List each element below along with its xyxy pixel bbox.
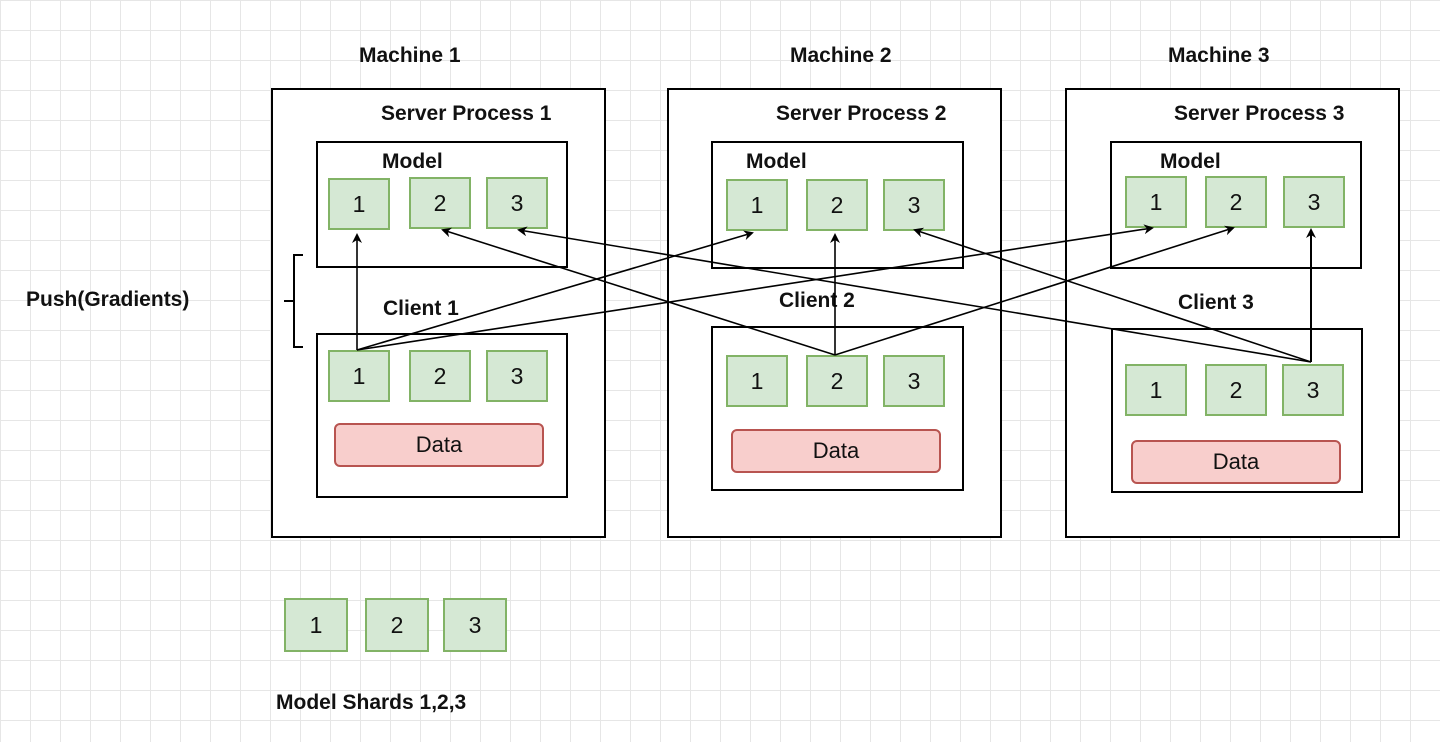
server-process-2-label: Server Process 2	[776, 102, 947, 125]
server-3-model-shard-2: 2	[1205, 176, 1267, 228]
legend-shard-3: 3	[443, 598, 507, 652]
client-3-label: Client 3	[1178, 291, 1254, 314]
client-3-shard-3: 3	[1282, 364, 1344, 416]
machine-2-label: Machine 2	[790, 44, 892, 67]
client-1-box: 1 2 3 Data	[316, 333, 568, 498]
client-1-shard-1: 1	[328, 350, 390, 402]
client-1-shard-2: 2	[409, 350, 471, 402]
model-3-box: Model 1 2 3	[1110, 141, 1362, 269]
client-1-label: Client 1	[383, 297, 459, 320]
legend-shard-1: 1	[284, 598, 348, 652]
server-2-model-shard-1: 1	[726, 179, 788, 231]
model-2-label: Model	[746, 150, 807, 173]
machine-3-box: Server Process 3 Model 1 2 3 Client 3 1 …	[1065, 88, 1400, 538]
client-2-shard-3: 3	[883, 355, 945, 407]
model-1-box: Model 1 2 3	[316, 141, 568, 268]
server-3-model-shard-1: 1	[1125, 176, 1187, 228]
client-2-label: Client 2	[779, 289, 855, 312]
model-3-label: Model	[1160, 150, 1221, 173]
machine-2-box: Server Process 2 Model 1 2 3 Client 2 1 …	[667, 88, 1002, 538]
legend-shard-2: 2	[365, 598, 429, 652]
client-3-shard-1: 1	[1125, 364, 1187, 416]
client-1-shard-3: 3	[486, 350, 548, 402]
server-1-model-shard-2: 2	[409, 177, 471, 229]
server-1-model-shard-3: 3	[486, 177, 548, 229]
server-2-model-shard-2: 2	[806, 179, 868, 231]
client-3-data: Data	[1131, 440, 1341, 484]
client-2-data: Data	[731, 429, 941, 473]
client-2-shard-1: 1	[726, 355, 788, 407]
server-3-model-shard-3: 3	[1283, 176, 1345, 228]
client-3-shard-2: 2	[1205, 364, 1267, 416]
machine-3-label: Machine 3	[1168, 44, 1270, 67]
model-2-box: Model 1 2 3	[711, 141, 964, 269]
machine-1-label: Machine 1	[359, 44, 461, 67]
client-2-shard-2: 2	[806, 355, 868, 407]
client-3-box: 1 2 3 Data	[1111, 328, 1363, 493]
client-2-box: 1 2 3 Data	[711, 326, 964, 491]
client-1-data: Data	[334, 423, 544, 467]
model-1-label: Model	[382, 150, 443, 173]
push-gradients-label: Push(Gradients)	[26, 288, 190, 311]
server-process-3-label: Server Process 3	[1174, 102, 1345, 125]
server-process-1-label: Server Process 1	[381, 102, 552, 125]
server-2-model-shard-3: 3	[883, 179, 945, 231]
model-shards-caption: Model Shards 1,2,3	[276, 691, 467, 714]
machine-1-box: Server Process 1 Model 1 2 3 Client 1 1 …	[271, 88, 606, 538]
server-1-model-shard-1: 1	[328, 178, 390, 230]
